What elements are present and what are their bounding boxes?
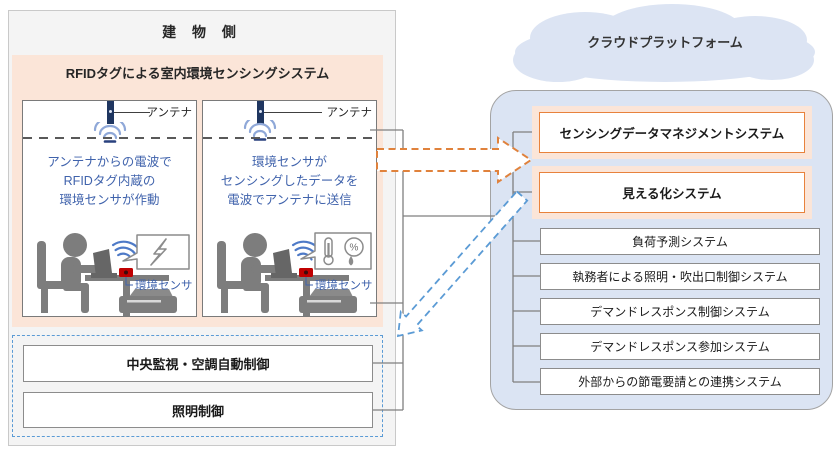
ceiling-dashed-line (203, 137, 376, 139)
antenna-leader-line (264, 112, 322, 113)
rfid-system-title: RFIDタグによる室内環境センシングシステム (65, 66, 330, 81)
desc-line: 環境センサが作動 (59, 193, 160, 207)
desc-line: RFIDタグ内蔵の (63, 174, 156, 188)
rfid-panel-activation: アンテナ アンテナからの電波で RFIDタグ内蔵の 環境センサが作動 (22, 100, 197, 317)
building-title: 建 物 側 (162, 24, 242, 40)
system-box-highlight: 見える化システム (532, 166, 812, 219)
control-box-lighting: 照明制御 (23, 392, 373, 428)
control-box-hvac: 中央監視・空調自動制御 (23, 345, 373, 382)
antenna-icon (257, 101, 264, 124)
printer-icon (119, 289, 177, 313)
radio-wave-icon (243, 120, 277, 141)
speech-bubble (122, 234, 190, 270)
svg-text:%: % (350, 243, 359, 254)
ceiling-dashed-line (23, 137, 196, 139)
lightning-icon (150, 238, 167, 266)
office-illustration (37, 233, 190, 316)
system-box: 負荷予測システム (540, 228, 820, 255)
sensor-label: 環境センサ (315, 280, 373, 292)
humidity-icon: % (344, 237, 364, 266)
desc-line: アンテナからの電波で (47, 155, 172, 169)
antenna-leader-line (114, 112, 150, 113)
system-label: センシングデータマネジメントシステム (539, 112, 805, 153)
system-box-highlight: センシングデータマネジメントシステム (532, 106, 812, 159)
cloud-icon (513, 4, 815, 82)
desc-line: センシングしたデータを (220, 174, 359, 188)
desc-line: 環境センサが (251, 155, 327, 169)
printer-icon (299, 289, 357, 313)
system-box: 執務者による照明・吹出口制御システム (540, 263, 820, 290)
antenna-icon (107, 101, 114, 124)
antenna-label: アンテナ (146, 107, 192, 119)
speech-bubble: % (300, 232, 372, 270)
system-box: デマンドレスポンス制御システム (540, 298, 820, 325)
antenna-label: アンテナ (326, 107, 372, 119)
droplet-icon (348, 256, 354, 266)
antenna-dot (109, 110, 112, 113)
radio-wave-icon (93, 122, 127, 143)
rfid-panel-transmission: アンテナ 環境センサが センシングしたデータを 電波でアンテナに送信 (202, 100, 377, 317)
cloud-title: クラウドプラットフォーム (587, 35, 743, 50)
panel-description: アンテナからの電波で RFIDタグ内蔵の 環境センサが作動 (23, 153, 196, 210)
desc-line: 電波でアンテナに送信 (227, 193, 352, 207)
system-box: 外部からの節電要請との連携システム (540, 368, 820, 395)
antenna-dot (259, 110, 262, 113)
thermometer-icon (323, 237, 334, 266)
sensor-label: 環境センサ (135, 280, 193, 292)
panel-description: 環境センサが センシングしたデータを 電波でアンテナに送信 (203, 153, 376, 210)
office-illustration: % (217, 232, 372, 316)
system-label: 見える化システム (539, 172, 805, 213)
system-box: デマンドレスポンス参加システム (540, 333, 820, 360)
